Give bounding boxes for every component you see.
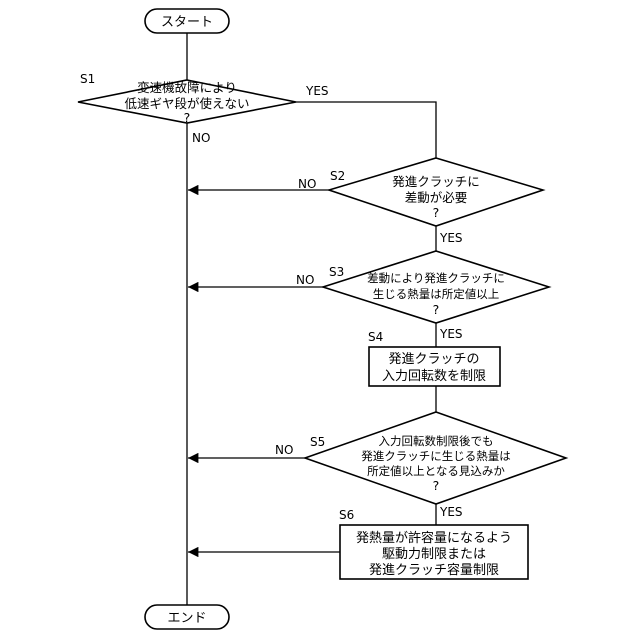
s4-line-2: 入力回転数を制限 [382, 369, 486, 384]
s2-line-1: 発進クラッチに [392, 174, 480, 189]
s3-line-1: 差動により発進クラッチに [367, 271, 505, 285]
step-id-s1: S1 [80, 72, 95, 86]
s5-line-1: 入力回転数制限後でも [379, 434, 494, 448]
s5-yes-label: YES [439, 505, 463, 519]
s1-yes-label: YES [305, 84, 329, 98]
s5-line-2: 発進クラッチに生じる熱量は [361, 449, 511, 463]
decision-s5: S5 入力回転数制限後でも 発進クラッチに生じる熱量は 所定値以上となる見込みか… [275, 412, 566, 519]
s5-line-4: ? [433, 478, 440, 493]
s6-line-3: 発進クラッチ容量制限 [369, 562, 499, 578]
s6-line-1: 発熱量が許容量になるよう [356, 530, 512, 546]
step-id-s5: S5 [310, 435, 325, 449]
step-id-s3: S3 [329, 265, 344, 279]
s3-line-2: 生じる熱量は所定値以上 [373, 287, 500, 301]
s1-no-label: NO [192, 131, 210, 145]
s1-line-3: ? [184, 110, 191, 125]
end-terminal: エンド [145, 605, 229, 629]
step-id-s6: S6 [339, 508, 354, 522]
s3-line-3: ? [433, 302, 440, 317]
end-label: エンド [167, 611, 206, 626]
s3-no-label: NO [296, 273, 314, 287]
s1-line-1: 変速機故障により [137, 80, 237, 95]
s1-yes-line [296, 102, 436, 158]
s2-yes-label: YES [439, 231, 463, 245]
s1-line-2: 低速ギヤ段が使えない [124, 96, 249, 111]
s5-line-3: 所定値以上となる見込みか [367, 464, 505, 478]
decision-s1: S1 変速機故障により 低速ギヤ段が使えない ? YES NO [78, 72, 329, 145]
s6-line-2: 駆動力制限または [382, 547, 486, 562]
decision-s3: S3 差動により発進クラッチに 生じる熱量は所定値以上 ? NO YES [296, 251, 549, 341]
decision-s2: S2 発進クラッチに 差動が必要 ? NO YES [298, 158, 543, 245]
process-s4: S4 発進クラッチの 入力回転数を制限 [368, 330, 500, 386]
s2-no-label: NO [298, 177, 316, 191]
s5-no-label: NO [275, 443, 293, 457]
s4-line-1: 発進クラッチの [388, 352, 479, 367]
process-s6: S6 発熱量が許容量になるよう 駆動力制限または 発進クラッチ容量制限 [339, 508, 528, 579]
start-label: スタート [161, 15, 213, 30]
s3-yes-label: YES [439, 327, 463, 341]
s2-line-3: ? [433, 205, 440, 220]
start-terminal: スタート [145, 9, 229, 33]
s2-line-2: 差動が必要 [405, 190, 468, 205]
connectors [187, 33, 436, 605]
step-id-s4: S4 [368, 330, 383, 344]
step-id-s2: S2 [330, 169, 345, 183]
